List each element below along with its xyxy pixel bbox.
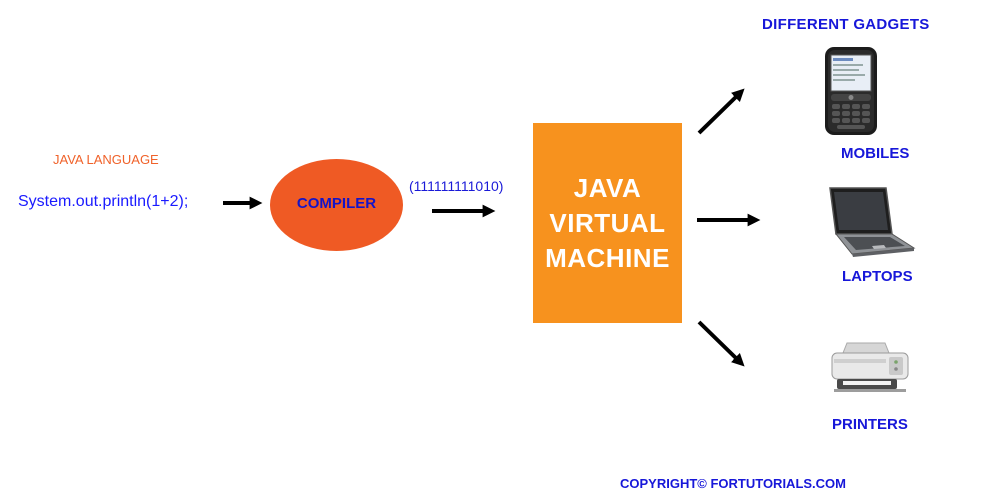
java-language-label: JAVA LANGUAGE	[53, 152, 159, 167]
printer-icon	[831, 342, 909, 392]
copyright-footer: COPYRIGHT© FORTUTORIALS.COM	[620, 476, 847, 491]
source-code-line: System.out.println(1+2);	[18, 193, 189, 210]
jvm-line-1: JAVA	[573, 172, 642, 203]
jvm-node: JAVA VIRTUAL MACHINE	[533, 123, 682, 323]
laptop-icon	[829, 187, 916, 257]
different-gadgets-title: DIFFERENT GADGETS	[762, 16, 930, 33]
mobile-phone-icon	[825, 47, 877, 135]
mobiles-label: MOBILES	[841, 145, 910, 162]
compiler-node: COMPILER	[270, 159, 403, 251]
bytecode-label: (111111111010)	[409, 178, 504, 194]
laptops-label: LAPTOPS	[842, 268, 913, 285]
jvm-line-2: VIRTUAL	[549, 207, 666, 238]
arrow-jvm-to-printers	[697, 320, 745, 367]
printers-label: PRINTERS	[832, 416, 908, 433]
arrow-jvm-to-mobiles	[697, 88, 745, 135]
compiler-label: COMPILER	[296, 194, 377, 212]
jvm-line-3: MACHINE	[545, 242, 670, 273]
